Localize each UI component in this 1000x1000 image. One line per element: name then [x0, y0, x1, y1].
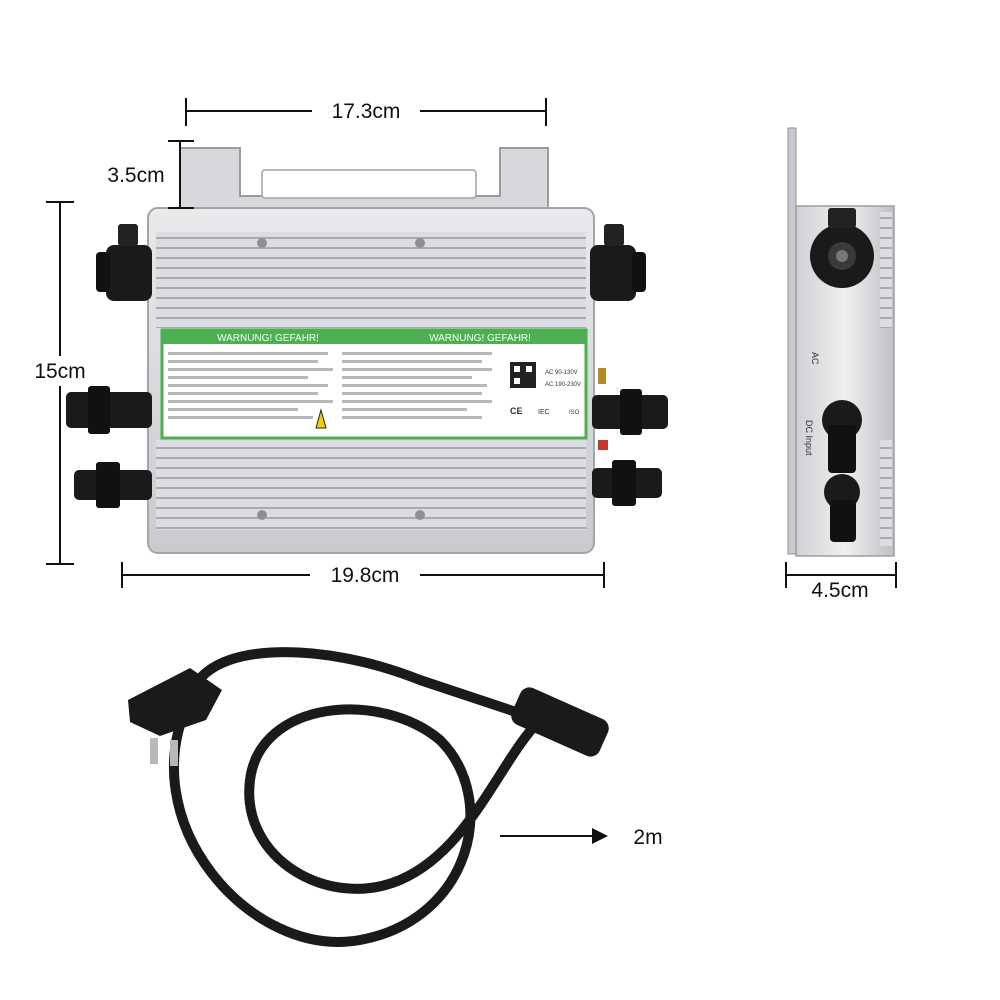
cable-coil	[168, 695, 545, 947]
side-fins-top	[880, 212, 892, 328]
side-view: AC DC Input	[787, 127, 895, 557]
dim-cable-length: 2m	[633, 826, 662, 849]
screw	[415, 510, 425, 520]
cooling-fins-bottom	[156, 440, 586, 530]
ac-power-cable	[128, 647, 609, 947]
ac-range-1: AC 90-130V	[545, 370, 578, 376]
warning-title-en: WARNUNG! GEFAHR!	[429, 333, 531, 344]
screw	[257, 510, 267, 520]
warning-label: WARNUNG! GEFAHR! WARNUNG! GEFAHR!	[160, 328, 588, 440]
dim-bracket-height: 3.5cm	[107, 164, 164, 187]
cert-iec: IEC	[538, 409, 550, 416]
cert-iso: ISO	[569, 410, 580, 416]
screw	[257, 238, 267, 248]
dim-depth: 4.5cm	[811, 579, 868, 602]
side-ac-label: AC	[810, 352, 820, 365]
dc-connector-right-bottom	[592, 460, 662, 506]
dim-total-height: 15cm	[34, 360, 85, 383]
antenna-connector	[598, 368, 606, 384]
dim-bracket-width: 17.3cm	[332, 100, 401, 123]
ac-connector-right	[590, 224, 646, 301]
front-view: WARNUNG! GEFAHR! WARNUNG! GEFAHR!	[66, 147, 668, 554]
side-dc-connector-top	[822, 400, 862, 473]
side-dc-connector-bottom	[824, 474, 860, 542]
ac-connector-left	[96, 224, 152, 301]
schuko-plug	[128, 668, 222, 766]
dc-connector-right-top	[592, 389, 668, 435]
cable-coil-outer	[185, 647, 545, 725]
dc-connector-left-top	[66, 386, 152, 434]
ac-range-2: AC 190-230V	[545, 382, 581, 388]
side-dc-input-label: DC Input	[804, 420, 814, 456]
warning-title-de: WARNUNG! GEFAHR!	[217, 333, 319, 344]
screw	[415, 238, 425, 248]
bracket-cutout	[261, 169, 477, 199]
side-fins-bottom	[880, 440, 892, 546]
side-ac-connector	[810, 208, 874, 288]
side-mounting-plate	[787, 127, 797, 555]
warning-triangle-icon	[315, 408, 327, 429]
red-indicator	[598, 440, 608, 450]
cooling-fins-top	[156, 232, 586, 328]
dc-connector-left-bottom	[74, 462, 152, 508]
cable-end-connector	[511, 687, 609, 757]
cable-length-arrow	[500, 828, 608, 844]
dim-total-width: 19.8cm	[331, 564, 400, 587]
qr-code-icon	[510, 362, 536, 388]
cert-ce: CE	[510, 406, 523, 416]
